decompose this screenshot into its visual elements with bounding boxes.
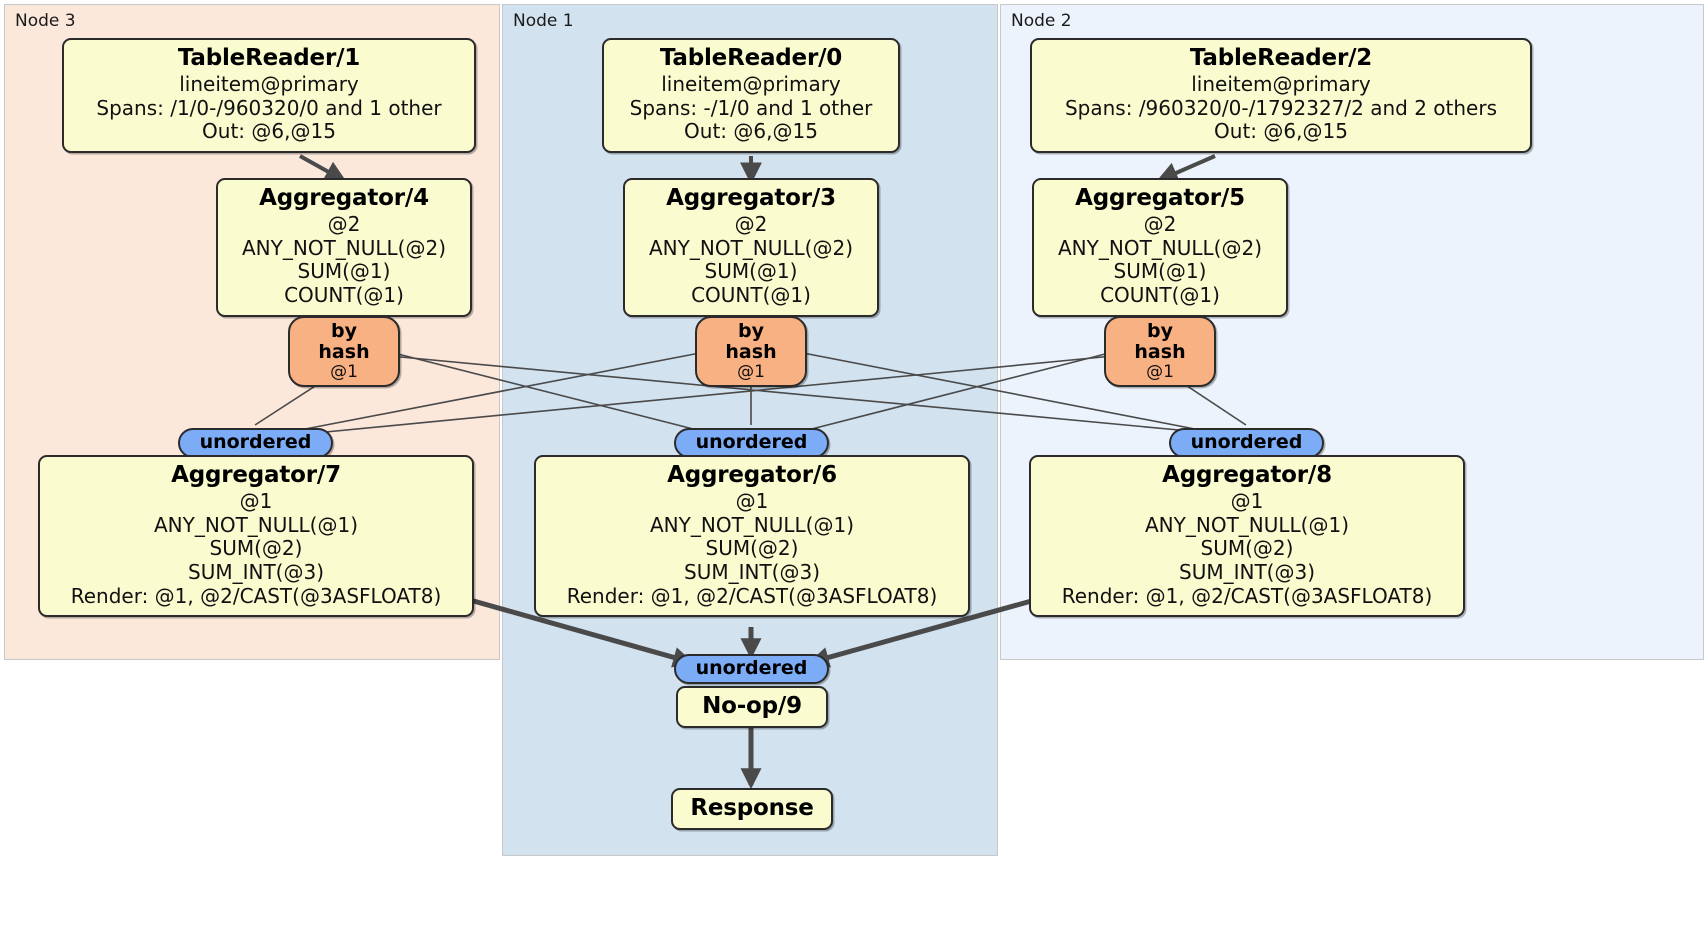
node-region-label-node2: Node 2 — [1011, 11, 1072, 31]
output-router-by-hash-left[interactable]: by hash @1 — [288, 316, 400, 388]
processor-title: TableReader/0 — [659, 45, 843, 71]
processor-line: Spans: -/1/0 and 1 other — [629, 95, 873, 120]
router-sub: @1 — [1146, 361, 1174, 382]
router-sub: @1 — [330, 361, 358, 382]
processor-title: No-op/9 — [702, 693, 802, 719]
processor-line: Render: @1, @2/CAST(@3ASFLOAT8) — [70, 583, 442, 608]
synchronizer-title: unordered — [695, 431, 808, 453]
processor-title: TableReader/1 — [177, 45, 361, 71]
processor-line: ANY_NOT_NULL(@2) — [242, 235, 446, 260]
processor-line: SUM(@2) — [705, 536, 799, 561]
processor-line: Render: @1, @2/CAST(@3ASFLOAT8) — [1061, 583, 1433, 608]
output-router-by-hash-mid[interactable]: by hash @1 — [695, 316, 807, 388]
synchronizer-title: unordered — [199, 431, 312, 453]
processor-aggregator-8[interactable]: Aggregator/8 @1 ANY_NOT_NULL(@1) SUM(@2)… — [1029, 455, 1465, 618]
processor-title: TableReader/2 — [1189, 45, 1373, 71]
synchronizer-unordered-mid[interactable]: unordered — [674, 428, 829, 458]
processor-aggregator-7[interactable]: Aggregator/7 @1 ANY_NOT_NULL(@1) SUM(@2)… — [38, 455, 474, 618]
router-title: by hash — [318, 320, 370, 363]
processor-line: COUNT(@1) — [284, 282, 404, 307]
processor-title: Aggregator/4 — [259, 185, 429, 211]
processor-title: Aggregator/8 — [1162, 462, 1332, 488]
processor-line: @1 — [239, 489, 273, 514]
processor-line: SUM(@2) — [1200, 536, 1294, 561]
processor-line: SUM(@1) — [704, 259, 798, 284]
router-title: by hash — [725, 320, 777, 363]
node-region-label-node1: Node 1 — [513, 11, 574, 31]
processor-line: lineitem@primary — [661, 72, 841, 97]
processor-line: Out: @6,@15 — [1214, 119, 1348, 144]
processor-tablereader-2[interactable]: TableReader/2 lineitem@primary Spans: /9… — [1030, 38, 1532, 153]
synchronizer-unordered-right[interactable]: unordered — [1169, 428, 1324, 458]
processor-line: ANY_NOT_NULL(@2) — [649, 235, 853, 260]
processor-line: SUM_INT(@3) — [684, 559, 820, 584]
processor-line: lineitem@primary — [1191, 72, 1371, 97]
router-title: by hash — [1134, 320, 1186, 363]
node-region-label-node3: Node 3 — [15, 11, 76, 31]
processor-line: COUNT(@1) — [691, 282, 811, 307]
processor-line: ANY_NOT_NULL(@2) — [1058, 235, 1262, 260]
synchronizer-title: unordered — [1190, 431, 1303, 453]
processor-line: @2 — [1143, 212, 1177, 237]
processor-aggregator-5[interactable]: Aggregator/5 @2 ANY_NOT_NULL(@2) SUM(@1)… — [1032, 178, 1288, 317]
processor-title: Aggregator/5 — [1075, 185, 1245, 211]
processor-line: SUM(@1) — [297, 259, 391, 284]
processor-line: Spans: /960320/0-/1792327/2 and 2 others — [1064, 95, 1497, 120]
processor-line: @2 — [734, 212, 768, 237]
processor-tablereader-1[interactable]: TableReader/1 lineitem@primary Spans: /1… — [62, 38, 476, 153]
processor-line: SUM(@2) — [209, 536, 303, 561]
processor-line: Spans: /1/0-/960320/0 and 1 other — [96, 95, 442, 120]
processor-title: Response — [690, 795, 814, 821]
processor-line: @1 — [1230, 489, 1264, 514]
processor-line: Out: @6,@15 — [684, 119, 818, 144]
processor-line: ANY_NOT_NULL(@1) — [154, 512, 358, 537]
processor-line: SUM(@1) — [1113, 259, 1207, 284]
processor-aggregator-6[interactable]: Aggregator/6 @1 ANY_NOT_NULL(@1) SUM(@2)… — [534, 455, 970, 618]
router-sub: @1 — [737, 361, 765, 382]
processor-line: ANY_NOT_NULL(@1) — [650, 512, 854, 537]
processor-line: SUM_INT(@3) — [188, 559, 324, 584]
synchronizer-unordered-left[interactable]: unordered — [178, 428, 333, 458]
processor-line: @1 — [735, 489, 769, 514]
processor-title: Aggregator/7 — [171, 462, 341, 488]
processor-response[interactable]: Response — [671, 788, 833, 831]
processor-aggregator-4[interactable]: Aggregator/4 @2 ANY_NOT_NULL(@2) SUM(@1)… — [216, 178, 472, 317]
processor-line: Out: @6,@15 — [202, 119, 336, 144]
processor-aggregator-3[interactable]: Aggregator/3 @2 ANY_NOT_NULL(@2) SUM(@1)… — [623, 178, 879, 317]
processor-line: SUM_INT(@3) — [1179, 559, 1315, 584]
output-router-by-hash-right[interactable]: by hash @1 — [1104, 316, 1216, 388]
processor-line: Render: @1, @2/CAST(@3ASFLOAT8) — [566, 583, 938, 608]
synchronizer-unordered-final[interactable]: unordered — [674, 654, 829, 684]
processor-line: @2 — [327, 212, 361, 237]
synchronizer-title: unordered — [695, 657, 808, 679]
processor-title: Aggregator/6 — [667, 462, 837, 488]
processor-no-op-9[interactable]: No-op/9 — [676, 686, 828, 729]
processor-line: COUNT(@1) — [1100, 282, 1220, 307]
processor-line: ANY_NOT_NULL(@1) — [1145, 512, 1349, 537]
processor-line: lineitem@primary — [179, 72, 359, 97]
processor-title: Aggregator/3 — [666, 185, 836, 211]
processor-tablereader-0[interactable]: TableReader/0 lineitem@primary Spans: -/… — [602, 38, 900, 153]
